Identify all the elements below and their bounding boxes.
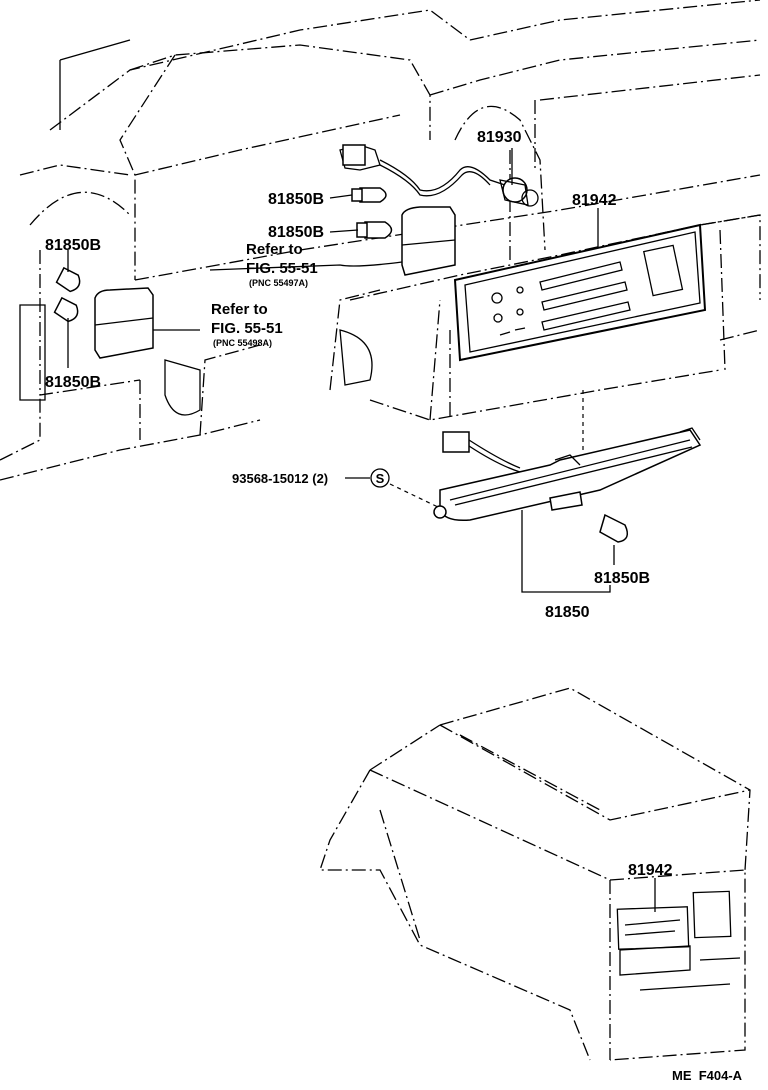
ref2-line1: Refer to <box>211 301 268 318</box>
ref1-line1: Refer to <box>246 241 303 258</box>
ref2-pnc: (PNC 55498A) <box>213 338 272 348</box>
label-screw-part: 93568-15012 (2) <box>232 471 328 486</box>
ref1-line2: FIG. 55-51 <box>246 260 318 277</box>
switch-block-left <box>94 287 154 359</box>
bulb-top-a <box>351 187 387 203</box>
label-81930: 81930 <box>477 129 522 146</box>
leader-lines <box>67 148 656 912</box>
illumination-unit <box>433 427 702 522</box>
label-81850b-lower: 81850B <box>594 570 650 587</box>
label-81942-top: 81942 <box>572 192 617 209</box>
dashboard-outline <box>0 0 761 481</box>
switch-block-right <box>401 206 456 276</box>
ref1-pnc: (PNC 55497A) <box>249 278 308 288</box>
label-81850: 81850 <box>545 604 590 621</box>
heater-control-panel <box>453 223 707 362</box>
label-81850b-a: 81850B <box>268 191 324 208</box>
label-81850b-left-bottom: 81850B <box>45 374 101 391</box>
label-81850b-left-top: 81850B <box>45 237 101 254</box>
ref2-line2: FIG. 55-51 <box>211 320 283 337</box>
label-81942-bottom: 81942 <box>628 862 673 879</box>
screw-symbol: S <box>370 468 390 488</box>
bulb-left-bottom <box>53 296 79 323</box>
bulb-lower <box>599 513 629 543</box>
bulb-left-top <box>55 266 81 293</box>
switch-81930 <box>339 144 539 207</box>
figure-code: ME F404-A <box>672 1068 743 1083</box>
bulb-top-b <box>356 221 393 239</box>
center-console <box>319 687 751 1061</box>
screw-symbol-letter: S <box>376 471 385 486</box>
label-81850b-b: 81850B <box>268 224 324 241</box>
